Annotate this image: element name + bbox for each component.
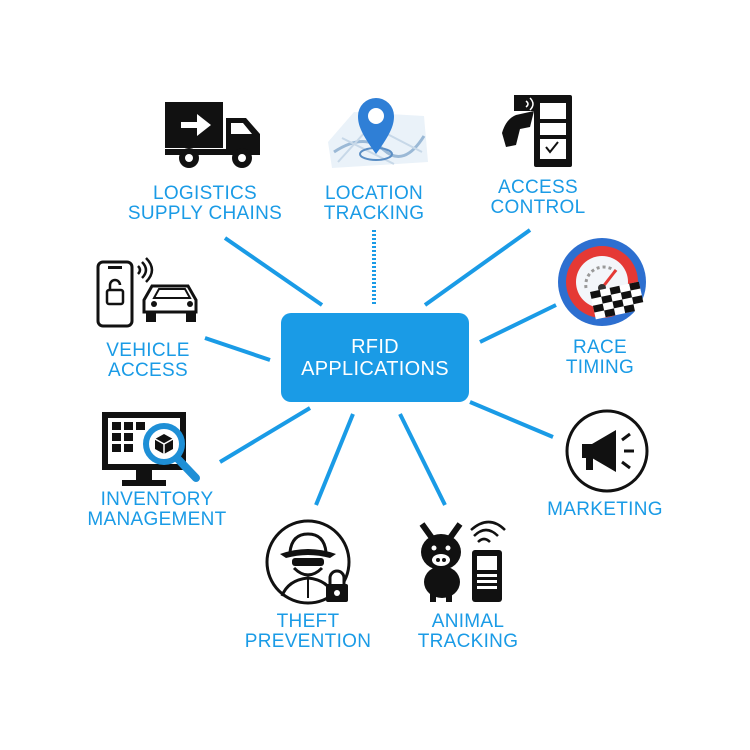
connector-inventory <box>218 406 312 464</box>
label-access-line1: ACCESS <box>498 177 578 198</box>
label-access: ACCESS CONTROL <box>478 178 598 218</box>
label-vehicle-line2: ACCESS <box>108 360 188 381</box>
connector-race <box>479 303 557 344</box>
label-animal-line2: TRACKING <box>417 631 519 652</box>
label-theft-line2: PREVENTION <box>244 631 372 652</box>
label-logistics: LOGISTICS SUPPLY CHAINS <box>122 184 288 224</box>
speedometer-flag-icon <box>558 238 646 326</box>
label-race-line2: TIMING <box>565 357 635 378</box>
label-race: RACE TIMING <box>545 338 655 378</box>
connector-theft <box>314 413 355 506</box>
label-location: LOCATION TRACKING <box>314 184 434 224</box>
label-race-line1: RACE <box>573 337 627 358</box>
phone-car-icon <box>96 257 198 328</box>
label-marketing-line1: MARKETING <box>547 499 663 520</box>
center-title-line1: RFID <box>351 335 399 358</box>
connector-logistics <box>223 236 324 307</box>
label-logistics-line1: LOGISTICS <box>152 183 258 204</box>
megaphone-icon <box>565 409 649 493</box>
label-vehicle: VEHICLE ACCESS <box>88 341 208 381</box>
map-pin-icon <box>328 98 428 168</box>
label-logistics-line2: SUPPLY CHAINS <box>127 203 283 224</box>
label-inventory-line1: INVENTORY <box>100 489 214 510</box>
connector-marketing <box>469 400 554 439</box>
label-inventory: INVENTORY MANAGEMENT <box>82 490 232 530</box>
monitor-search-icon <box>102 412 200 486</box>
label-animal: ANIMAL TRACKING <box>408 612 528 652</box>
card-reader-icon <box>502 95 572 167</box>
label-animal-line1: ANIMAL <box>431 611 505 632</box>
label-location-line1: LOCATION <box>324 183 424 204</box>
connector-access <box>423 228 532 307</box>
label-inventory-line2: MANAGEMENT <box>87 509 227 530</box>
connector-animal <box>398 413 447 506</box>
label-marketing: MARKETING <box>540 500 670 520</box>
center-title-line2: APPLICATIONS <box>301 357 449 380</box>
label-theft-line1: THEFT <box>276 611 340 632</box>
label-theft: THEFT PREVENTION <box>238 612 378 652</box>
label-access-line2: CONTROL <box>490 197 586 218</box>
label-vehicle-line1: VEHICLE <box>106 340 190 361</box>
center-node: RFID APPLICATIONS <box>281 313 469 402</box>
label-location-line2: TRACKING <box>323 203 425 224</box>
truck-icon <box>165 102 260 168</box>
thief-lock-icon <box>265 519 351 605</box>
pig-scanner-icon <box>419 520 506 602</box>
connector-vehicle <box>204 336 271 362</box>
